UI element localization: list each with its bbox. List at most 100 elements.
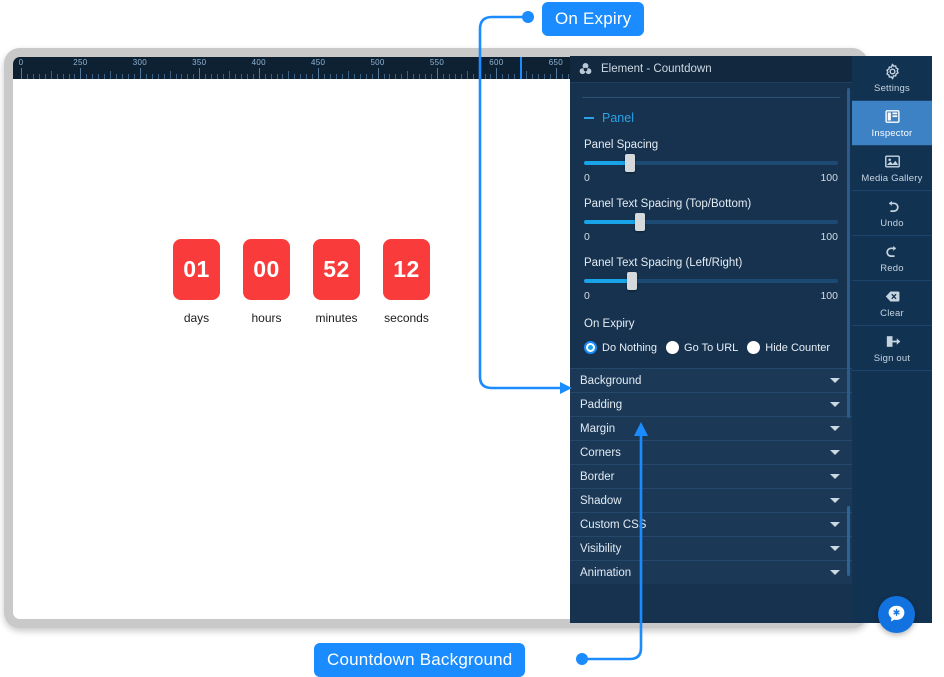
- ruler-tick: [555, 68, 557, 79]
- toolbar-item-label: Clear: [880, 307, 904, 319]
- accordion-row-margin[interactable]: Margin: [570, 416, 852, 440]
- ruler-tick: [395, 74, 397, 79]
- accordion-row-padding[interactable]: Padding: [570, 392, 852, 416]
- radio-hide-counter[interactable]: Hide Counter: [747, 341, 830, 354]
- slider-fill: [584, 161, 630, 165]
- ruler-label: 0: [18, 58, 24, 67]
- panel-text-spacing-lr-slider[interactable]: [584, 272, 838, 290]
- ruler-tick: [229, 71, 230, 79]
- accordion-row-border[interactable]: Border: [570, 464, 852, 488]
- ruler-label: 400: [251, 58, 266, 67]
- minus-icon[interactable]: [584, 116, 594, 120]
- panel-text-spacing-tb-slider[interactable]: [584, 213, 838, 231]
- slider-thumb[interactable]: [627, 272, 638, 290]
- radio-go-to-url[interactable]: Go To URL: [666, 341, 738, 354]
- chevron-down-icon[interactable]: [830, 522, 840, 527]
- ruler-tick: [294, 74, 296, 79]
- ruler-tick: [50, 71, 52, 79]
- toolbar-item-media-gallery[interactable]: Media Gallery: [852, 146, 932, 191]
- gear-icon: [885, 63, 899, 79]
- ruler-tick: [312, 74, 314, 79]
- ruler-tick: [407, 71, 409, 79]
- radio-icon-selected[interactable]: [584, 341, 597, 354]
- ruler-tick: [490, 74, 492, 79]
- inspector-panel: Element - Countdown Panel Panel Spacing …: [570, 56, 852, 623]
- toolbar-item-label: Media Gallery: [861, 172, 923, 184]
- chevron-down-icon[interactable]: [830, 426, 840, 431]
- ruler-label: 350: [192, 58, 207, 67]
- slider-scale: 0 100: [584, 290, 838, 302]
- ruler-label: 250: [73, 58, 88, 67]
- accordion-row-shadow[interactable]: Shadow: [570, 488, 852, 512]
- countdown-unit[interactable]: 52 minutes: [313, 239, 360, 325]
- ruler-tick: [38, 74, 40, 79]
- ruler-tick: [532, 74, 534, 79]
- radio-icon[interactable]: [666, 341, 680, 354]
- ruler-tick: [211, 74, 213, 79]
- toolbar-item-undo[interactable]: Undo: [852, 191, 932, 236]
- chevron-down-icon[interactable]: [830, 570, 840, 575]
- toolbar-item-sign-out[interactable]: Sign out: [852, 326, 932, 371]
- chevron-down-icon[interactable]: [830, 450, 840, 455]
- accordion-label: Border: [580, 470, 615, 483]
- ruler-tick: [246, 74, 248, 79]
- countdown-value: 01: [173, 239, 220, 300]
- ruler-tick: [478, 74, 480, 79]
- countdown-unit[interactable]: 00 hours: [243, 239, 290, 325]
- accordion-row-visibility[interactable]: Visibility: [570, 536, 852, 560]
- ruler-tick: [318, 68, 320, 79]
- chevron-down-icon[interactable]: [830, 498, 840, 503]
- ruler-tick: [413, 74, 415, 79]
- toolbar-item-label: Settings: [874, 82, 910, 94]
- ruler-tick: [508, 74, 510, 79]
- slider-thumb[interactable]: [634, 213, 645, 231]
- ruler-tick: [56, 74, 58, 79]
- ruler-label: 500: [370, 58, 385, 67]
- ruler-tick: [92, 74, 94, 79]
- chevron-down-icon[interactable]: [830, 474, 840, 479]
- inspector-scrollbar[interactable]: [847, 88, 850, 418]
- toolbar-item-settings[interactable]: Settings: [852, 56, 932, 101]
- chevron-down-icon[interactable]: [830, 402, 840, 407]
- radio-icon[interactable]: [747, 341, 761, 354]
- sign-out-icon: [886, 335, 900, 347]
- accordion-label: Shadow: [580, 494, 622, 507]
- ruler-tick: [347, 71, 349, 79]
- ruler-tick: [169, 71, 171, 79]
- toolbar-item-label: Sign out: [873, 352, 911, 364]
- accordion-label: Background: [580, 374, 642, 387]
- accordion-row-background[interactable]: Background: [570, 368, 852, 392]
- chevron-down-icon[interactable]: [830, 546, 840, 551]
- accordion-row-custom-css[interactable]: Custom CSS: [570, 512, 852, 536]
- ruler-tick: [401, 74, 403, 79]
- accordion-row-corners[interactable]: Corners: [570, 440, 852, 464]
- ruler-tick: [425, 74, 427, 79]
- panel-section-header[interactable]: Panel: [570, 98, 852, 125]
- countdown-unit[interactable]: 01 days: [173, 239, 220, 325]
- ruler-tick: [306, 74, 308, 79]
- toolbar-item-inspector[interactable]: Inspector: [852, 101, 932, 146]
- help-chat-button[interactable]: [878, 596, 915, 633]
- accordion-row-animation[interactable]: Animation: [570, 560, 852, 584]
- radio-do-nothing[interactable]: Do Nothing: [584, 341, 657, 354]
- ruler-tick: [472, 74, 474, 79]
- toolbar-item-clear[interactable]: Clear: [852, 281, 932, 326]
- ruler-tick: [383, 74, 385, 79]
- slider-min: 0: [584, 172, 590, 184]
- toolbar-item-redo[interactable]: Redo: [852, 236, 932, 281]
- countdown-widget[interactable]: 01 days 00 hours 52 minutes 12 seconds: [173, 239, 430, 325]
- inspector-scrollbar-secondary[interactable]: [847, 506, 850, 576]
- ruler-tick: [264, 74, 266, 79]
- ruler-tick: [543, 74, 545, 79]
- slider-max: 100: [820, 231, 838, 243]
- ruler-label: 550: [429, 58, 445, 67]
- chat-asterisk-icon: [888, 605, 905, 622]
- ruler-tick: [353, 74, 355, 79]
- ruler-tick: [359, 74, 361, 79]
- countdown-unit[interactable]: 12 seconds: [383, 239, 430, 325]
- panel-spacing-label: Panel Spacing: [584, 139, 659, 151]
- panel-spacing-slider[interactable]: [584, 154, 838, 172]
- ruler-position-marker[interactable]: [520, 57, 522, 79]
- chevron-down-icon[interactable]: [830, 378, 840, 383]
- slider-thumb[interactable]: [624, 154, 635, 172]
